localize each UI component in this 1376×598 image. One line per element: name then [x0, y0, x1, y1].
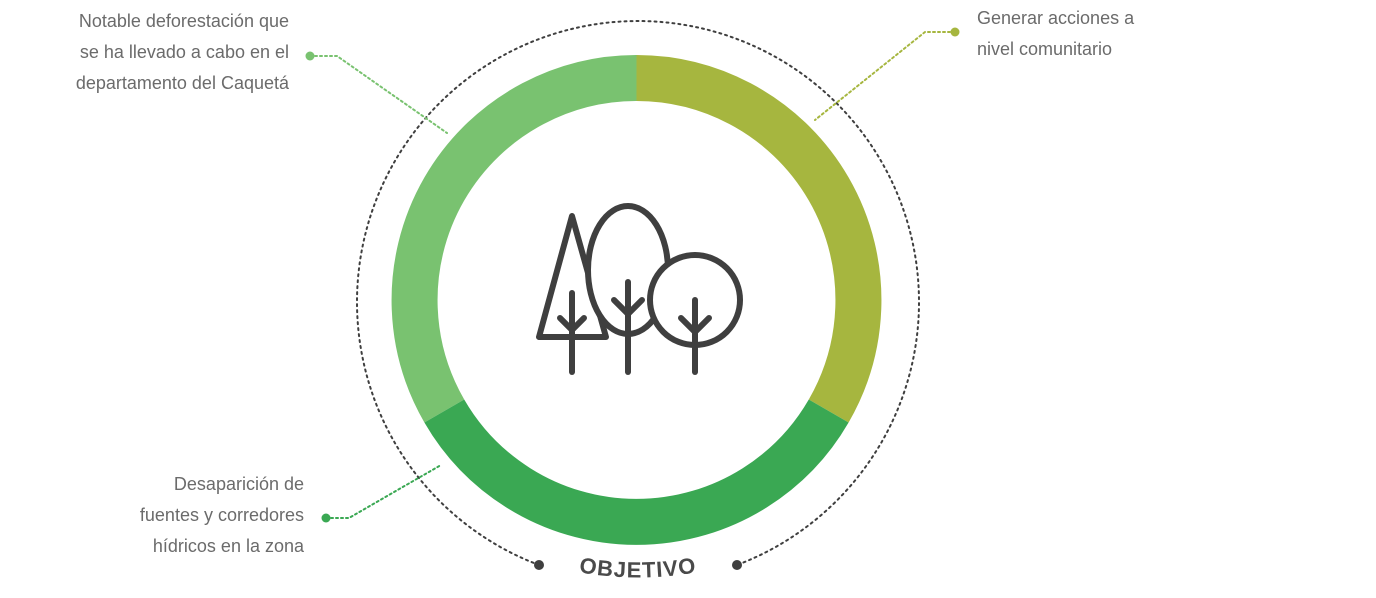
leader-dot-bottom: [321, 513, 331, 523]
leader-lines: [309, 31, 956, 519]
callout-line: Desaparición de: [173, 474, 304, 494]
leader-line-top-right: [814, 31, 956, 121]
leader-dot-top-left: [305, 51, 315, 61]
callout-deforestation: Notable deforestación que se ha llevado …: [0, 6, 289, 99]
leader-line-bottom: [325, 464, 442, 519]
trees-icon: [536, 203, 743, 375]
svg-text:OBJETIVO: OBJETIVO: [578, 553, 698, 583]
callout-line: fuentes y corredores: [139, 505, 304, 525]
segment-bottom: [424, 399, 849, 545]
segment-top-right: [636, 55, 882, 423]
outer-dotted-ring: [356, 20, 920, 566]
callout-line: se ha llevado a cabo en el: [79, 42, 289, 62]
callout-community-actions: Generar acciones a nivel comunitario: [977, 3, 1134, 65]
ring-end-dot-left: [534, 560, 544, 570]
callout-line: departamento del Caquetá: [75, 73, 289, 93]
segment-top-left: [391, 55, 637, 423]
callout-water-sources: Desaparición de fuentes y corredores híd…: [0, 469, 304, 562]
leader-line-top-left: [309, 55, 448, 134]
callout-line: hídricos en la zona: [152, 536, 304, 556]
ring-end-dot-right: [732, 560, 742, 570]
callout-line: nivel comunitario: [977, 39, 1113, 59]
objective-label: OBJETIVO: [578, 553, 697, 583]
donut-ring: [391, 55, 882, 545]
leader-dot-top-right: [950, 27, 960, 37]
callout-line: Generar acciones a: [977, 8, 1135, 28]
callout-line: Notable deforestación que: [78, 11, 289, 31]
